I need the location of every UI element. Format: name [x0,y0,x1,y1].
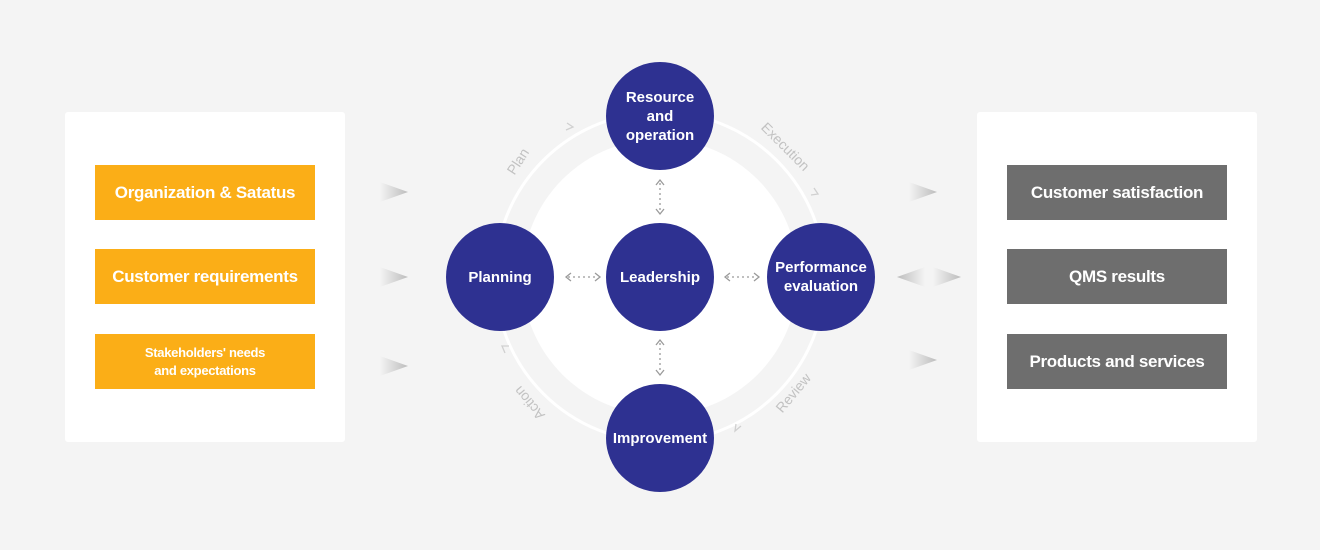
output-arrow-2-left [897,267,925,287]
output-customer-satisfaction: Customer satisfaction [1007,165,1227,220]
ring-arrowheads [501,122,820,433]
input-stakeholders-needs: Stakeholders' needs and expectations [95,334,315,389]
output-arrow-1 [909,182,937,202]
dotted-connectors [564,178,761,377]
node-leadership-circle [606,223,714,331]
ring-arrow-action [501,345,509,354]
node-performance-circle [767,223,875,331]
cycle-label-execution: Execution [758,119,813,174]
output-arrow-2-right [933,267,961,287]
node-resource-circle [606,62,714,170]
output-qms-results: QMS results [1007,249,1227,304]
input-customer-requirements: Customer requirements [95,249,315,304]
input-arrow-1 [380,182,408,202]
input-arrow-2 [380,267,408,287]
inputs-panel: Organization & Satatus Customer requirem… [65,112,345,442]
node-planning: Planning [468,268,532,286]
cycle-label-action: Action [511,383,548,423]
node-planning-circle [446,223,554,331]
ring-arrow-plan [565,122,575,131]
node-improvement: Improvement [612,429,708,447]
output-arrow-3 [909,350,937,370]
node-performance-evaluation: Performance evaluation [775,259,867,295]
input-arrow-3 [380,356,408,376]
outputs-panel: Customer satisfaction QMS results Produc… [977,112,1257,442]
ring-arrow-review [734,423,742,433]
input-organization-status: Organization & Satatus [95,165,315,220]
node-improvement-circle [606,384,714,492]
node-leadership: Leadership [619,268,701,286]
ring-arrow-execution [810,187,820,196]
output-products-services: Products and services [1007,334,1227,389]
node-resource-operation: Resource and operation [625,88,695,144]
cycle-label-plan: Plan [503,145,532,177]
